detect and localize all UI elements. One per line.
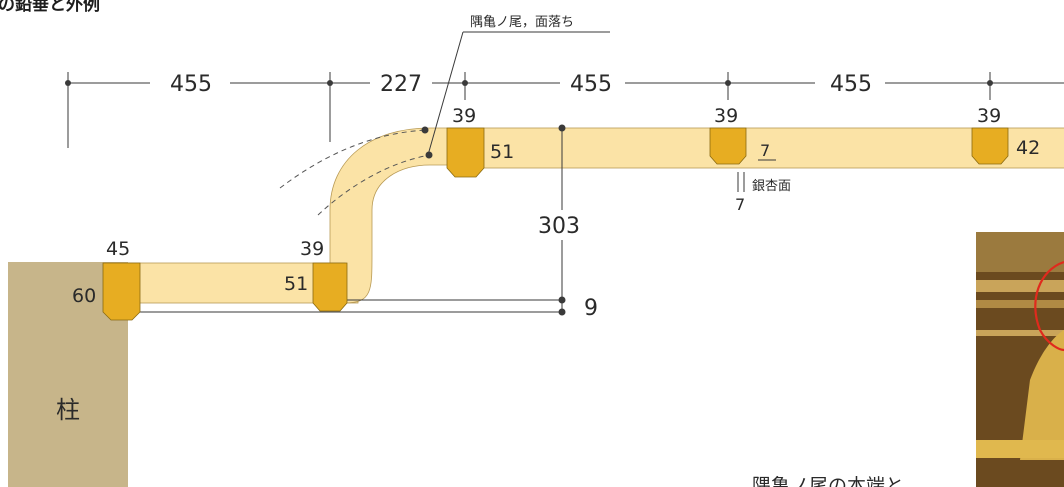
rise-label-bg: [530, 210, 590, 240]
rise-point-top: [558, 124, 566, 132]
block-2: [312, 262, 348, 312]
caption-bg: [748, 472, 968, 487]
block-2-width: 39: [300, 238, 324, 260]
span-2-label: 227: [380, 72, 422, 97]
callout-point-outer: [421, 126, 429, 134]
block-5-width: 39: [977, 105, 1001, 127]
block-1-width: 45: [106, 238, 130, 260]
upper-rail: [449, 127, 1064, 169]
block-4-width: 39: [714, 105, 738, 127]
block-1: [102, 262, 141, 321]
photo-inset: [976, 232, 1064, 487]
callout-point-inner: [425, 151, 433, 159]
block-5-height: 42: [1016, 137, 1040, 159]
gap-point-top: [558, 296, 566, 304]
callout-leader: [427, 31, 464, 156]
span-1-label: 455: [170, 72, 212, 97]
icho-size-top: 7: [760, 141, 770, 160]
icho-label: 銀杏面: [752, 179, 791, 194]
block-3: [446, 127, 485, 178]
block-3-height: 51: [490, 141, 514, 163]
block-4: [709, 127, 747, 165]
rise-label: 303: [538, 214, 580, 239]
span-4-label: 455: [830, 72, 872, 97]
block-1-height: 60: [72, 285, 96, 307]
curved-rail: [329, 127, 451, 304]
callout-label: 隅亀ノ尾，面落ち: [470, 15, 574, 30]
pillar-label: 柱: [56, 396, 80, 424]
dimension-chain: [65, 72, 1064, 148]
bottom-caption: 隅亀ノ尾の本端と: [752, 475, 904, 487]
dashed-arc-inner: [317, 154, 431, 216]
block-5: [971, 127, 1009, 165]
gap-point-bottom: [558, 308, 566, 316]
dashed-arc-outer: [279, 129, 429, 189]
block-2-height: 51: [284, 273, 308, 295]
block-3-width: 39: [452, 105, 476, 127]
diagram-title: の鉛垂と外例: [0, 0, 100, 15]
span-3-label: 455: [570, 72, 612, 97]
icho-size-bottom: 7: [735, 195, 745, 214]
gap-label: 9: [584, 296, 598, 321]
